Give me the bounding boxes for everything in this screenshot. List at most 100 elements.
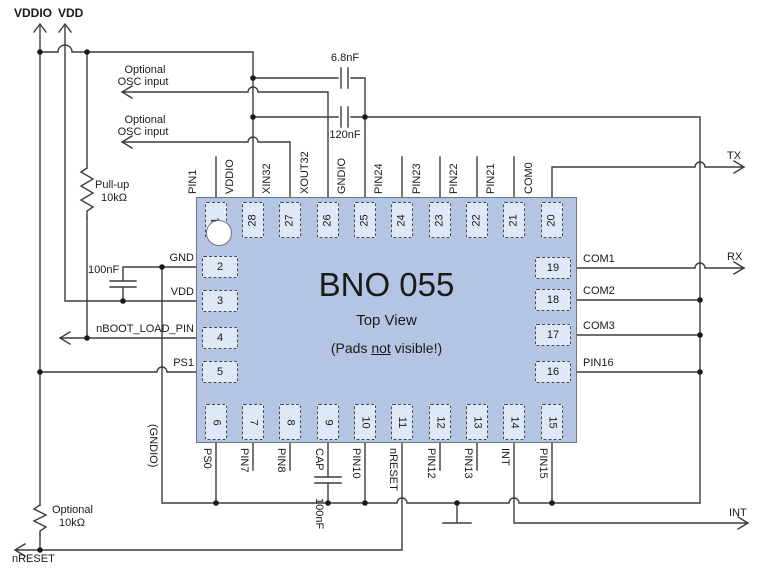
pad-13: 13 [466,404,488,440]
chip-note: (Pads not visible!) [196,340,577,356]
chip-note-part3: visible!) [390,340,443,356]
ground-bus [161,266,701,504]
pad-number: 17 [546,328,560,341]
pin-label-vddio: VDDIO [224,159,236,194]
pin-label-com1: COM1 [583,253,615,265]
pin-label-int: INT [499,448,511,466]
pad-28: 28 [242,202,264,238]
pin-label-com2: COM2 [583,285,615,297]
chip-body [196,197,577,443]
chip-name: BNO 055 [318,266,455,303]
pad-22: 22 [466,202,488,238]
optional-res-label-line2: 10kΩ [59,517,85,529]
pin-label-cap: CAP [313,448,325,471]
pin-label-pin24: PIN24 [373,163,385,194]
ground-symbol [442,502,472,524]
pad-9: 9 [317,404,339,440]
osc-upper-wire [120,85,329,203]
pad-number: 4 [216,331,224,344]
pad-number: 26 [321,213,334,227]
pad-8: 8 [279,404,301,440]
int-label: INT [729,507,747,519]
optional-res-label-line1: Optional [52,504,93,516]
pad-number: 27 [283,213,296,227]
pin1-indicator-circle [206,220,232,246]
pin-label-pin12: PIN12 [425,448,437,479]
tx-wire [551,160,746,203]
pullup-label-line1: Pull-up [95,179,130,191]
pad-11: 11 [391,404,413,440]
pad-number: 10 [359,415,372,429]
pad-number: 18 [546,293,560,306]
pad-number: 19 [546,261,560,274]
chip-view-label: Top View [356,312,417,329]
int-wire [513,439,750,530]
vddio-rail-wire [39,44,254,203]
pad-number: 21 [507,213,520,227]
pin-label-pin21: PIN21 [485,163,497,194]
pin-label-xout32: XOUT32 [299,151,311,194]
pad-number: 7 [247,418,260,426]
pin-label-pin10: PIN10 [350,448,362,479]
rx-label: RX [727,251,743,263]
pin-label-pin7: PIN7 [238,448,250,473]
pad-15: 15 [541,404,563,440]
cap-100n-bottom [314,439,342,504]
supply-arrows [33,22,72,33]
pad-27: 27 [279,202,301,238]
pad-number: 9 [322,418,335,426]
pad-25: 25 [354,202,376,238]
pad-number: 23 [433,213,446,227]
gndio-note-label: (GNDIO) [147,424,159,468]
pad-14: 14 [503,404,525,440]
pad-21: 21 [503,202,525,238]
pin-label-com3: COM3 [583,320,615,332]
pad-number: 13 [471,415,484,429]
pad-number: 6 [210,418,223,426]
pad-number: 28 [246,213,259,227]
chip-note-part2: not [371,340,391,356]
pin-label-pin23: PIN23 [411,163,423,194]
pin-label-nboot: nBOOT_LOAD_PIN [96,323,194,335]
com-gnd-wires [576,299,701,373]
pad-number: 25 [358,213,371,227]
gnd-cap-100n [109,266,198,302]
tx-label: TX [727,150,742,162]
pin-label-pin13: PIN13 [462,448,474,479]
osc2-label-line1: Optional [124,114,166,126]
vdd-supply-label: VDD [58,6,84,20]
cap-6n8-label: 6.8nF [330,52,360,64]
pad-12: 12 [429,404,451,440]
pin-label-pin8: PIN8 [275,448,287,473]
pad-19: 19 [535,257,571,279]
ps1-wire [39,366,198,373]
pin-label-pin16: PIN16 [583,357,614,369]
nboot-wire [58,331,198,345]
pad-4: 4 [202,327,238,349]
pullup-label-line2: 10kΩ [101,192,127,204]
pin-label-nreset: nRESET [387,448,399,491]
pin-label-ps1: PS1 [173,357,194,369]
pad-17: 17 [535,324,571,346]
pullup-resistor [79,167,95,219]
pad-number: 3 [216,294,224,307]
pad-18: 18 [535,289,571,311]
pin-label-pin15: PIN15 [537,448,549,479]
pin-label-xin32: XIN32 [261,163,273,194]
nreset-label: nRESET [12,553,55,565]
junction-dots [37,49,703,553]
pin-label-ps0: PS0 [201,448,213,469]
cap-6n8 [252,67,366,203]
osc-lower-wire [120,135,291,203]
pin-label-gndio: GNDIO [336,157,348,194]
vddio-supply-label: VDDIO [14,6,53,20]
pad-number: 11 [396,416,409,428]
vdd-wire [64,25,198,302]
pad-5: 5 [202,361,238,383]
pin-label-pin22: PIN22 [448,163,460,194]
pad-7: 7 [242,404,264,440]
pad-number: 16 [546,365,560,378]
osc2-label-line2: OSC input [117,126,169,138]
